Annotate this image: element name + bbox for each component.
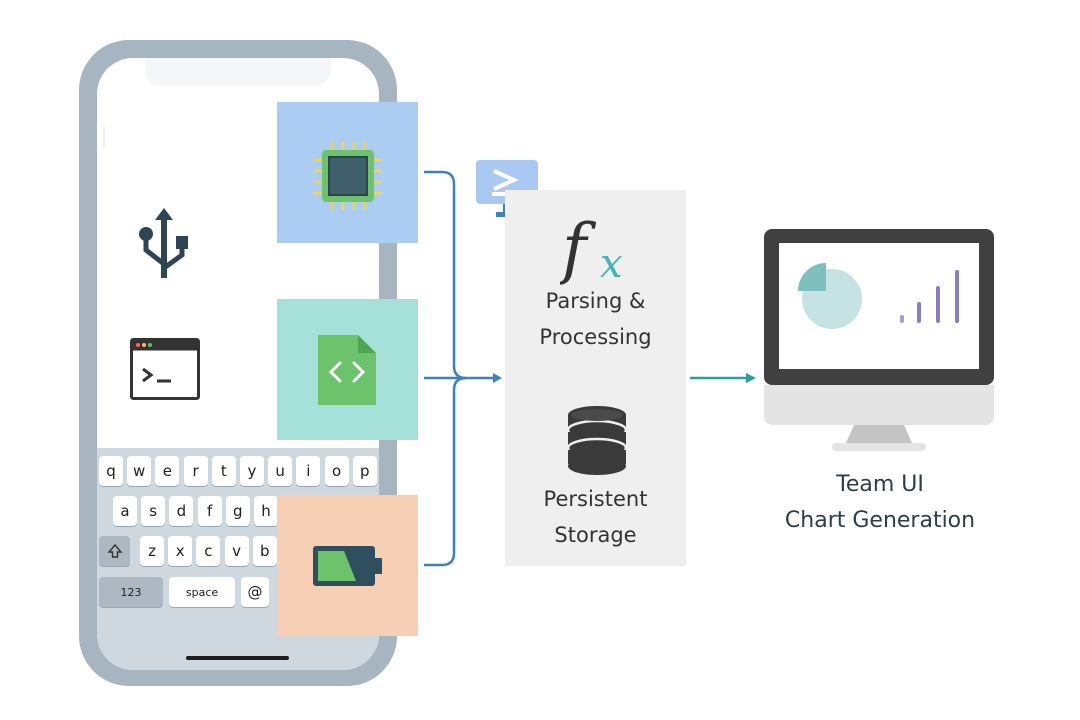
phone-screen-edge	[103, 126, 105, 148]
parsing-line1: Parsing &	[545, 289, 646, 313]
function-subscript: x	[600, 241, 623, 285]
key-i[interactable]: i	[296, 456, 321, 486]
team-line2: Chart Generation	[784, 508, 976, 533]
team-line1: Team UI	[836, 472, 924, 497]
key-q[interactable]: q	[99, 456, 123, 486]
cpu-tile	[277, 102, 418, 243]
arrowhead-to-processing	[493, 373, 502, 383]
battery-tile	[277, 495, 418, 636]
processing-panel	[505, 190, 686, 566]
persistent-storage-label: Persistent Storage	[505, 481, 686, 553]
key-g[interactable]: g	[225, 496, 250, 526]
key-o[interactable]: o	[324, 456, 349, 486]
storage-line2: Storage	[554, 523, 637, 547]
parsing-processing-label: Parsing & Processing	[505, 283, 686, 355]
phone-notch	[145, 58, 331, 86]
connector-arrows	[424, 170, 502, 567]
function-symbol: f	[560, 210, 597, 285]
pie-chart-icon	[798, 263, 862, 329]
home-indicator	[186, 656, 289, 660]
key-y[interactable]: y	[240, 456, 264, 486]
usb-icon	[139, 208, 188, 278]
key-r[interactable]: r	[183, 456, 208, 486]
key-b[interactable]: b	[252, 536, 277, 566]
code-file-tile	[277, 299, 418, 440]
battery-icon	[313, 546, 382, 586]
terminal-icon	[130, 338, 200, 400]
key-c[interactable]: c	[196, 536, 221, 566]
key-t[interactable]: t	[211, 456, 236, 486]
database-icon	[566, 406, 628, 475]
key-x[interactable]: x	[168, 536, 193, 566]
key-p[interactable]: p	[352, 456, 377, 486]
desktop-monitor-icon	[764, 229, 994, 451]
key-u[interactable]: u	[268, 456, 293, 486]
key-w[interactable]: w	[127, 456, 152, 486]
function-icon: f x	[560, 210, 623, 285]
arrow-to-team-ui	[690, 373, 756, 383]
key-s[interactable]: s	[141, 496, 166, 526]
at-key[interactable]: @	[241, 577, 269, 607]
team-ui-label: Team UI Chart Generation	[760, 467, 1000, 539]
key-a[interactable]: a	[113, 496, 137, 526]
shift-key[interactable]	[99, 536, 130, 566]
space-key[interactable]: space	[169, 577, 235, 607]
numbers-key[interactable]: 123	[99, 577, 163, 607]
key-e[interactable]: e	[155, 456, 180, 486]
key-h[interactable]: h	[254, 496, 278, 526]
key-f[interactable]: f	[197, 496, 222, 526]
parsing-line2: Processing	[539, 325, 652, 349]
key-v[interactable]: v	[224, 536, 249, 566]
shift-key-icon	[106, 543, 123, 558]
connector-from-battery	[424, 376, 467, 567]
cpu-chip-icon	[314, 142, 382, 210]
key-d[interactable]: d	[169, 496, 194, 526]
code-file-icon	[318, 335, 376, 405]
key-z[interactable]: z	[140, 536, 164, 566]
storage-line1: Persistent	[543, 487, 648, 511]
bar-chart-icon	[900, 270, 959, 323]
